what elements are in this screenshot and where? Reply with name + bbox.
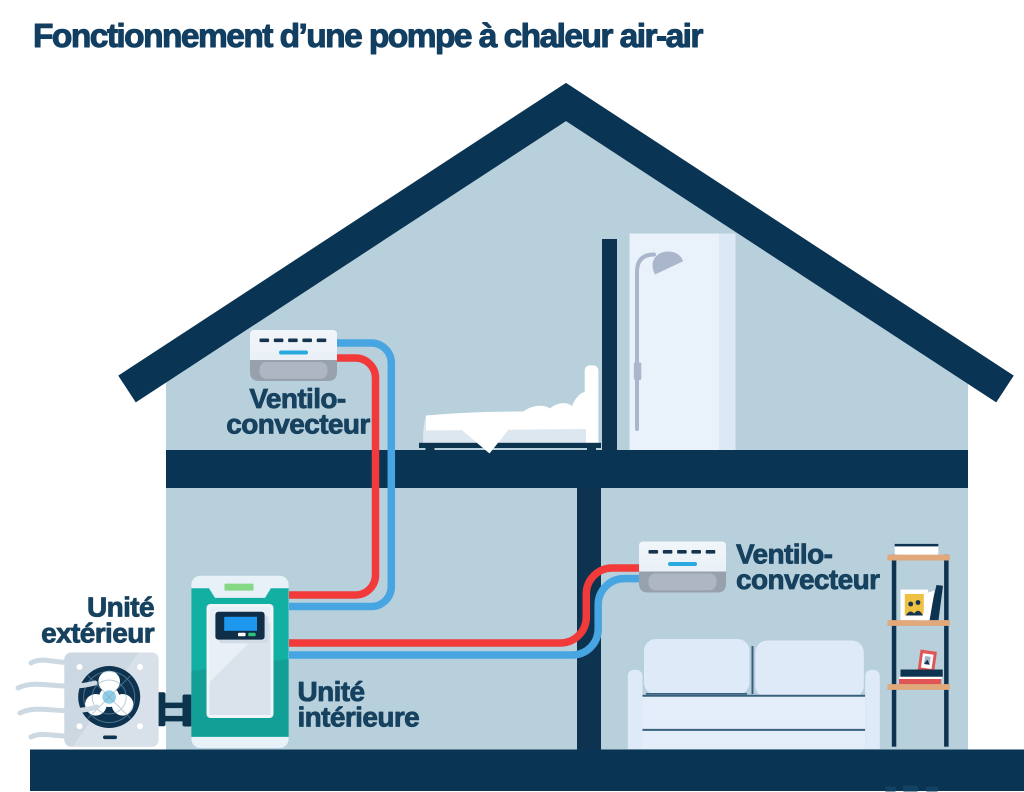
svg-text:Unité: Unité <box>298 676 365 707</box>
svg-text:convecteur: convecteur <box>736 564 880 595</box>
svg-text:Ventilo-: Ventilo- <box>249 383 346 414</box>
svg-text:extérieur: extérieur <box>41 617 155 648</box>
svg-text:Unité: Unité <box>87 592 154 623</box>
svg-text:Ventilo-: Ventilo- <box>736 539 833 570</box>
svg-text:Fonctionnement d’une pompe à c: Fonctionnement d’une pompe à chaleur air… <box>33 18 703 55</box>
svg-text:convecteur: convecteur <box>226 409 370 440</box>
svg-text:intérieure: intérieure <box>298 701 420 732</box>
